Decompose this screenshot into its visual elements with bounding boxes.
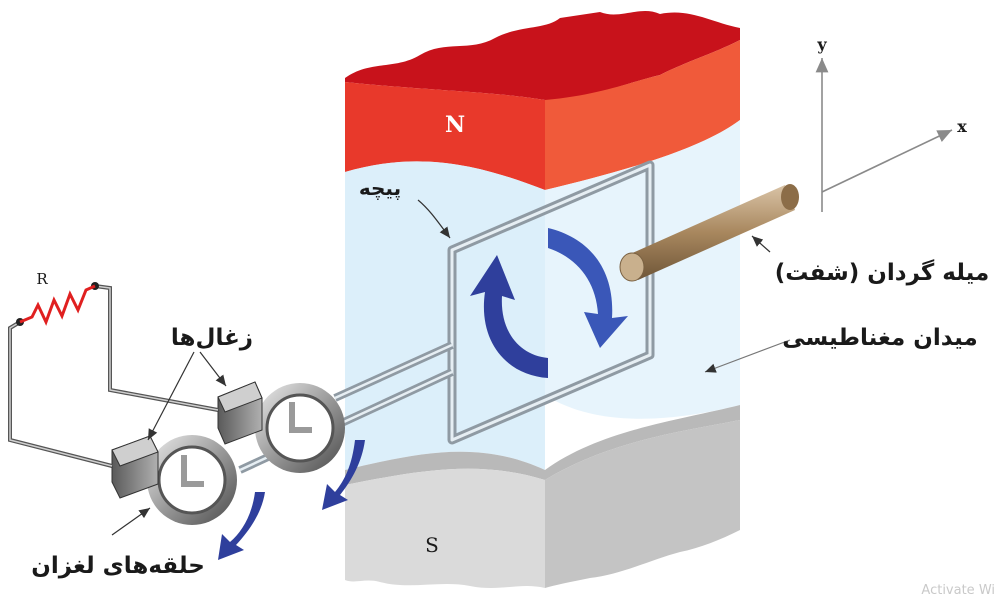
north-pole-top-face <box>345 11 740 100</box>
coordinate-axes: y x <box>815 35 967 212</box>
south-pole-side-face <box>545 420 740 588</box>
south-pole-front-face <box>345 468 545 588</box>
shaft <box>619 184 799 282</box>
shaft-label: میله گردان (شفت) <box>775 259 990 286</box>
rotation-arrow-right <box>548 228 628 348</box>
labels: پیچه میله گردان (شفت) میدان مغناطیسی زغا… <box>31 176 995 596</box>
watermark-text: Activate Wi <box>921 583 995 596</box>
slip-rings <box>147 383 345 525</box>
south-pole-magnet: S <box>345 405 740 588</box>
brushes-label: زغال‌ها <box>171 325 253 351</box>
brushes <box>111 381 263 499</box>
north-pole-front-face <box>345 82 545 190</box>
coil-leader <box>417 199 451 239</box>
north-pole-label: N <box>445 112 465 138</box>
rotation-arrow-ring-upper <box>322 440 365 510</box>
resistor-label: R <box>36 270 48 288</box>
north-pole-side-face <box>545 40 740 190</box>
slip-rings-label: حلقه‌های لغزان <box>31 553 205 579</box>
slip-ring-leader <box>111 507 151 536</box>
resistor-zigzag <box>19 284 96 326</box>
brush-leader-lower <box>147 351 195 441</box>
callout-leaders <box>111 199 791 536</box>
slip-ring-upper <box>255 383 345 473</box>
field-front-face <box>345 161 545 470</box>
brush-upper <box>217 381 263 445</box>
north-pole-magnet: N <box>345 11 740 190</box>
brush-leader-upper <box>199 351 227 387</box>
rotation-arrow-ring-lower <box>218 492 265 560</box>
shaft-front-end <box>619 252 645 282</box>
rotation-arrow-left <box>470 255 548 378</box>
external-circuit: R <box>8 270 219 468</box>
shaft-body <box>628 185 795 280</box>
brush-lower <box>111 435 159 499</box>
coil-label: پیچه <box>359 176 401 201</box>
x-axis-label: x <box>957 117 967 136</box>
south-pole-top-face <box>345 405 740 485</box>
rotation-arrows <box>218 228 628 560</box>
slip-ring-lower <box>147 435 237 525</box>
x-axis <box>821 129 953 193</box>
field-leader <box>704 339 791 373</box>
shaft-leader <box>751 235 771 253</box>
south-pole-label: S <box>425 533 439 557</box>
shaft-end <box>781 184 799 210</box>
y-axis-label: y <box>816 35 827 54</box>
magnetic-field-label: میدان مغناطیسی <box>782 325 977 351</box>
